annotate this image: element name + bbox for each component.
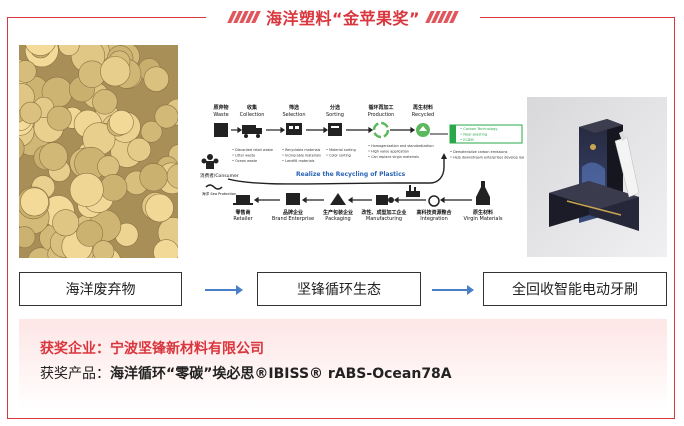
label-ocean-waste: 海洋废弃物 (19, 272, 182, 306)
top-step-cn-5: 再生材料 (413, 104, 433, 111)
brand-icon (286, 193, 300, 205)
label-circular-ecosystem-text: 坚锋循环生态 (297, 282, 381, 298)
award-company-line: 获奖企业：宁波坚锋新材料有限公司 (40, 338, 264, 358)
waste-icon (214, 123, 228, 137)
label-ocean-waste-text: 海洋废弃物 (65, 282, 136, 298)
factory-icon (406, 185, 420, 197)
flask-icon (476, 181, 490, 197)
arrow-right-1 (205, 285, 243, 295)
note-carbon-2: • ECBM (460, 138, 474, 142)
bottom-step-cn-3: 改性、成型加工企业 (361, 209, 406, 216)
top-step-en-1: Collection (240, 112, 265, 118)
bottom-step-en-2: Packaging (325, 216, 350, 222)
label-toothbrush-text: 全回收智能电动牙刷 (512, 282, 638, 298)
toothbrush-product-photo (527, 97, 667, 257)
truck-icon (242, 125, 262, 138)
bottom-step-en-5: Virgin Materials (464, 216, 503, 222)
consumer-icon (201, 154, 219, 169)
note-carbon-0: • Carbon Technology (460, 127, 498, 131)
top-step-cn-4: 循环再加工 (368, 104, 393, 111)
bottom-step-en-4: Integration (420, 216, 448, 222)
bottom-step-en-0: Retailer (233, 216, 253, 222)
note-production-1: • High value application (368, 150, 409, 154)
label-circular-ecosystem: 坚锋循环生态 (257, 272, 421, 306)
title-bar: 海洋塑料“金苹果奖” (206, 5, 480, 29)
laptop-icon (233, 195, 253, 205)
right-stripes-decoration (425, 11, 459, 23)
award-product-label: 获奖产品： (40, 366, 110, 382)
ocean-waste-photo (19, 45, 178, 258)
top-step-en-2: Selection (282, 112, 305, 118)
manufacturing-icon (376, 195, 394, 205)
top-step-en-5: Recycled (412, 112, 434, 118)
note-selection-2: • Landfill materials (282, 159, 315, 163)
note-selection-1: • Incinerable materials (282, 154, 321, 158)
bottom-step-cn-1: 品牌企业 (283, 209, 303, 216)
recycled-icon (416, 123, 430, 137)
note-integration-0: • Dematerialize carbon emissions (450, 150, 508, 154)
top-step-en-4: Production (368, 112, 395, 118)
label-toothbrush: 全回收智能电动牙刷 (483, 272, 667, 306)
arrow-right-2 (432, 285, 474, 295)
award-company-label: 获奖企业： (40, 341, 110, 357)
top-step-cn-1: 收集 (247, 104, 258, 111)
award-company-name: 宁波坚锋新材料有限公司 (110, 341, 264, 357)
packaging-icon (330, 193, 346, 205)
top-step-en-0: Waste (213, 112, 228, 118)
bottom-step-cn-4: 高科技资源整合 (416, 209, 452, 216)
sorting-icon (328, 123, 342, 136)
bottom-step-cn-5: 原生材料 (473, 209, 493, 216)
integration-icon (428, 195, 440, 207)
award-panel: 获奖企业：宁波坚锋新材料有限公司 获奖产品：海洋循环“零碳”埃必思®IBISS®… (19, 319, 667, 409)
top-step-cn-3: 分选 (330, 104, 340, 111)
award-product-name: 海洋循环“零碳”埃必思®IBISS® rABS-Ocean78A (110, 366, 452, 382)
top-step-en-3: Sorting (326, 112, 344, 118)
bottom-step-en-3: Manufacturing (366, 216, 402, 222)
note-waste-1: • Litter waste (232, 154, 255, 158)
sea-wave-icon (205, 184, 223, 190)
page-title: 海洋塑料“金苹果奖” (265, 9, 421, 28)
top-step-cn-2: 筛选 (289, 104, 299, 111)
note-carbon-1: • Near-plasting (460, 133, 487, 137)
sea-label: 海洋 Sea Protection (202, 191, 236, 196)
diagram-center-title: Realize the Recycling of Plastics (296, 171, 406, 178)
note-selection-0: • Recyclable materials (282, 148, 321, 152)
note-integration-1: • Help downstream enterprises develop lo… (450, 156, 524, 160)
note-waste-0: • Discarded retail waste (232, 148, 273, 152)
virgin-material-icon (476, 197, 490, 205)
award-product-line: 获奖产品：海洋循环“零碳”埃必思®IBISS® rABS-Ocean78A (40, 363, 452, 383)
top-step-cn-0: 原弃物 (213, 104, 228, 111)
left-stripes-decoration (227, 11, 261, 23)
selection-icon (286, 123, 302, 135)
bottom-step-cn-0: 零售商 (235, 209, 250, 216)
bottom-step-en-1: Brand Enterprise (272, 216, 314, 222)
consumer-label: 消费者/Consumer (200, 172, 239, 179)
note-sorting-0: • Material sorting (326, 148, 356, 152)
note-production-0: • Homogenization and standardization (368, 144, 434, 148)
production-recycle-icon (372, 121, 390, 139)
brand-logo-mark (590, 144, 596, 150)
bottom-step-cn-2: 生产包装企业 (323, 209, 353, 216)
note-waste-2: • Ocean waste (232, 159, 257, 163)
note-production-2: • Can replace virgin materials (368, 155, 419, 159)
note-sorting-1: • Color sorting (326, 154, 351, 158)
